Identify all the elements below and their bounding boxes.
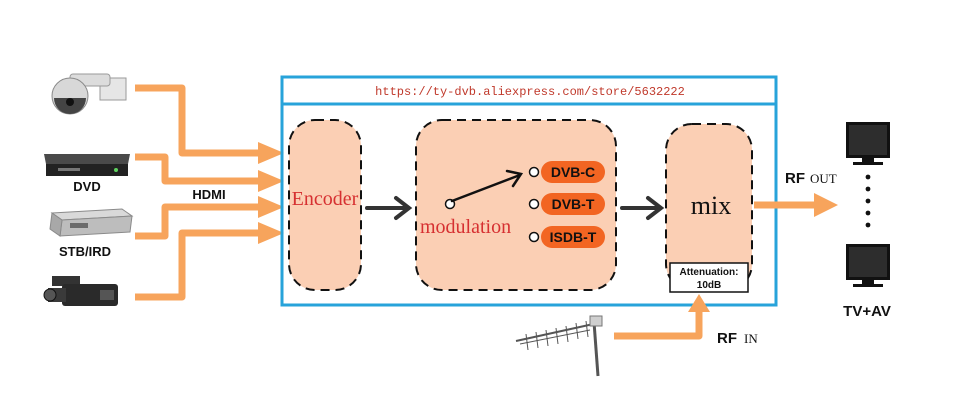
standard-isdb-t-terminal [528, 231, 540, 243]
input-arrows [135, 84, 262, 301]
rf-out-label: RF OUT [785, 170, 837, 187]
arrow-encoder-to-modulation [365, 196, 413, 220]
dvd-label: DVD [73, 179, 100, 194]
tv-av-label: TV+AV [843, 303, 891, 320]
stb-label: STB/IRD [59, 244, 111, 259]
arrowhead-in-3 [258, 196, 284, 218]
selector-switch-arrow [450, 169, 524, 203]
tv-top-icon [846, 122, 890, 165]
standard-isdb-t-label: ISDB-T [550, 229, 597, 245]
store-url: https://ty-dvb.aliexpress.com/store/5632… [375, 85, 685, 99]
standard-dvb-t-label: DVB-T [552, 196, 595, 212]
tv-dots [865, 174, 871, 228]
input-arrow-stb [135, 203, 262, 240]
modulation-label: modulation [420, 216, 511, 238]
attenuation-value: 10dB [697, 280, 721, 291]
standard-dvb-t-terminal [528, 198, 540, 210]
standard-dvb-c-pill [541, 161, 605, 183]
standard-dvb-c-terminal [528, 166, 540, 178]
rf-out-suffix: OUT [810, 171, 837, 186]
antenna-icon [515, 315, 603, 377]
arrowhead-in-2 [258, 170, 284, 192]
arrowhead-in-1 [258, 142, 284, 164]
encoder-label: Encoder [292, 188, 359, 210]
rf-in-arrow [614, 308, 703, 340]
main-frame [280, 75, 778, 307]
standard-isdb-t-pill [541, 226, 605, 248]
standard-dvb-c-label: DVB-C [551, 164, 595, 180]
arrowhead-in-4 [258, 222, 284, 244]
rf-out-arrowhead [814, 193, 838, 217]
stb-receiver-icon [49, 208, 134, 237]
dvd-player-icon [44, 154, 130, 176]
rf-in-label: RF IN [717, 330, 758, 347]
rf-in-rf: RF [717, 330, 737, 347]
hdmi-label: HDMI [192, 187, 225, 202]
camcorder-icon [43, 276, 118, 306]
encoder-block [288, 119, 362, 291]
input-arrowheads [258, 142, 284, 244]
tv-bottom-icon [846, 244, 890, 287]
arrow-modulation-to-mix [620, 196, 665, 220]
attenuation-box [669, 262, 749, 293]
ptz-camera-icon [51, 73, 127, 115]
standard-dvb-t-pill [541, 193, 605, 215]
attenuation-title: Attenuation: [680, 267, 739, 278]
mix-label: mix [691, 191, 731, 220]
rf-in-arrowhead [688, 294, 710, 312]
input-arrow-dvd [135, 153, 262, 185]
rf-in-suffix: IN [744, 331, 758, 346]
standard-dvb-c: DVB-C [528, 161, 605, 183]
standard-dvb-t: DVB-T [528, 193, 605, 215]
standard-isdb-t: ISDB-T [528, 226, 605, 248]
rf-out-rf: RF [785, 170, 805, 187]
input-arrow-camcorder [135, 229, 262, 301]
input-arrow-camera [135, 84, 262, 157]
